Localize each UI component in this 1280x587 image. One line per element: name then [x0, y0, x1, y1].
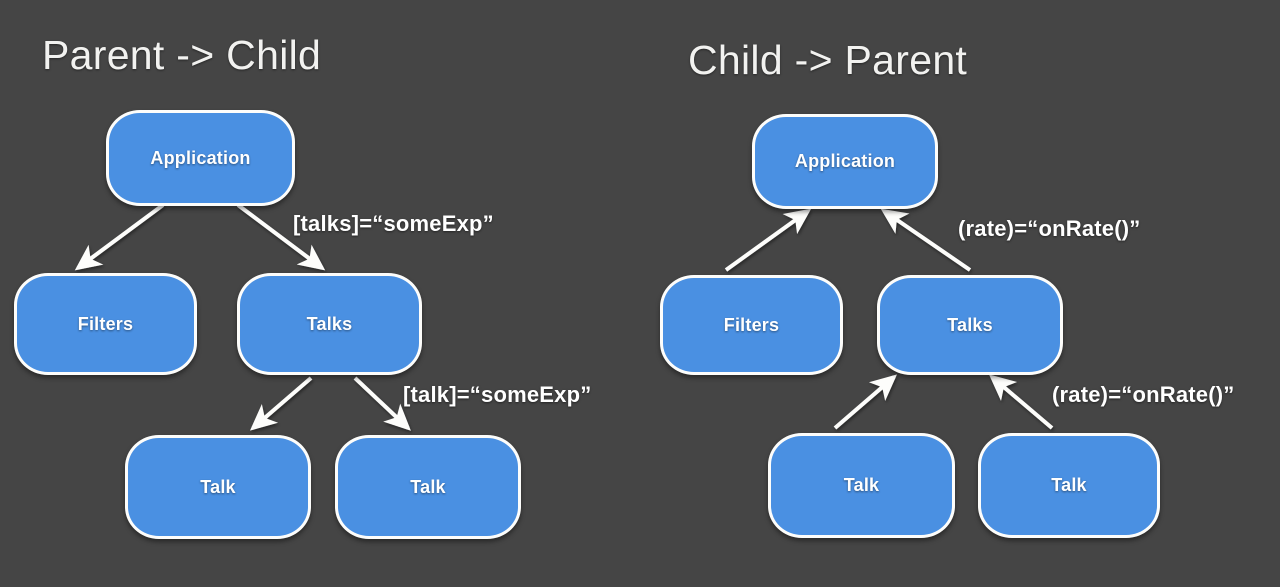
edge-talks-to-talk-1: [249, 376, 313, 431]
node-label: Filters: [723, 314, 780, 335]
node-talk-1[interactable]: Talk: [125, 435, 311, 539]
edge-talk-1-to-talks: [833, 374, 898, 430]
node-label: Filters: [77, 313, 134, 334]
node-talks[interactable]: Talks: [237, 273, 422, 375]
annotation-binding-talk: [talk]=“someExp”: [403, 382, 592, 407]
node-talk-2[interactable]: Talk: [335, 435, 521, 539]
diagram-title-parent-to-child: Parent -> Child: [42, 32, 322, 78]
node-label: Application: [794, 151, 896, 171]
node-talk-1[interactable]: Talk: [768, 433, 955, 538]
edge-talk-2-to-talks: [988, 374, 1054, 430]
node-talk-2[interactable]: Talk: [978, 433, 1160, 538]
edge-filters-to-application: [724, 208, 812, 272]
diagram-child-to-parent: Child -> Parent Application Filters Talk…: [640, 0, 1280, 587]
annotation-binding-talks: [talks]=“someExp”: [293, 211, 494, 236]
annotation-output-rate-bottom: (rate)=“onRate()”: [1052, 382, 1235, 407]
diagram-parent-to-child: Parent -> Child Application Filters Talk…: [14, 32, 592, 539]
edge-application-to-filters: [74, 203, 165, 271]
node-label: Application: [150, 147, 251, 168]
diagram-title-child-to-parent: Child -> Parent: [688, 37, 968, 83]
node-filters[interactable]: Filters: [14, 273, 197, 375]
node-label: Talk: [200, 476, 236, 497]
node-label: Talks: [947, 314, 993, 335]
node-label: Talks: [306, 313, 353, 334]
node-application[interactable]: Application: [752, 114, 938, 209]
node-application[interactable]: Application: [106, 110, 295, 206]
node-filters[interactable]: Filters: [660, 275, 843, 375]
node-label: Talk: [410, 476, 446, 497]
node-label: Talk: [843, 475, 880, 495]
node-talks[interactable]: Talks: [877, 275, 1063, 375]
edge-talks-to-talk-2: [353, 376, 411, 431]
annotation-output-rate-top: (rate)=“onRate()”: [958, 216, 1141, 241]
node-label: Talk: [1051, 475, 1087, 495]
